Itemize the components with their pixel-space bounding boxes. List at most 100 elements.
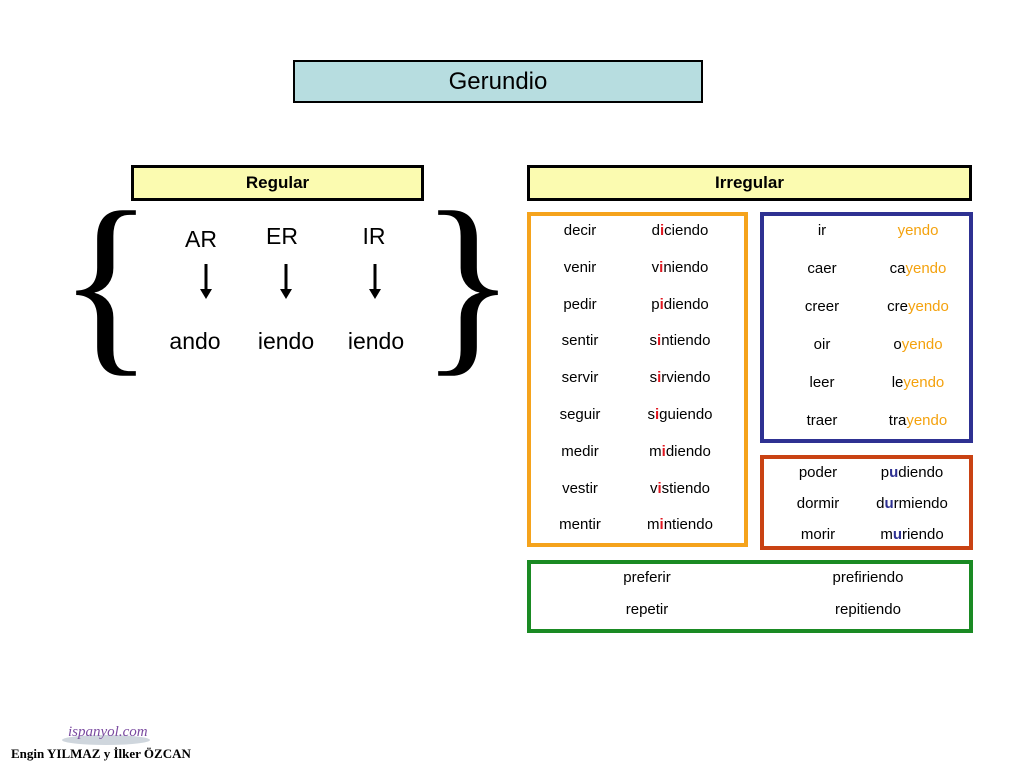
verb-infinitive: traer xyxy=(806,412,838,429)
verb-gerund: sintiendo xyxy=(640,332,720,349)
gerund-highlight: u xyxy=(892,526,902,543)
gerund-prefix: s xyxy=(649,332,658,350)
gerund-suffix: guiendo xyxy=(659,406,713,423)
irregular-header: Irregular xyxy=(527,165,972,201)
green-group-box xyxy=(527,560,973,633)
verb-gerund: prefiriendo xyxy=(832,569,904,586)
svg-text:ispanyol.com: ispanyol.com xyxy=(68,724,148,740)
arrow-down-icon xyxy=(200,264,212,299)
gerund-suffix: stiendo xyxy=(661,479,711,497)
ispanyol-logo: ispanyol.com xyxy=(62,724,150,745)
gerund-prefix: s xyxy=(649,369,658,387)
gerund-suffix: rmiendo xyxy=(893,495,948,512)
gerund-highlight: i xyxy=(657,369,662,387)
gerund-highlight: u xyxy=(884,495,894,512)
gerund-prefix: tra xyxy=(888,412,907,429)
gerund-highlight: yendo xyxy=(906,412,948,429)
verb-gerund: cayendo xyxy=(868,260,968,277)
gerund-prefix: v xyxy=(651,258,660,276)
gerund-prefix: d xyxy=(651,222,660,239)
gerund-highlight: i xyxy=(659,516,664,534)
verb-infinitive: oir xyxy=(813,336,831,353)
right-brace: } xyxy=(420,172,516,393)
gerund-prefix: s xyxy=(647,406,655,423)
verb-infinitive: dormir xyxy=(796,495,840,512)
gerund-prefix: m xyxy=(880,526,893,543)
verb-infinitive: seguir xyxy=(559,406,601,423)
irregular-header-text: Irregular xyxy=(715,173,784,192)
gerund-highlight: i xyxy=(659,295,664,313)
verb-infinitive: pedir xyxy=(563,295,597,313)
verb-infinitive: morir xyxy=(800,526,836,543)
verb-gerund: leyendo xyxy=(868,374,968,391)
gerund-highlight: yendo xyxy=(897,222,939,239)
verb-infinitive: creer xyxy=(804,298,840,315)
regular-er-head: ER xyxy=(266,223,298,249)
verb-infinitive: servir xyxy=(561,369,599,387)
gerund-prefix: m xyxy=(649,442,662,460)
verb-infinitive: sentir xyxy=(561,332,599,350)
gerund-suffix: rviendo xyxy=(661,369,711,387)
orange-group-box xyxy=(527,212,748,547)
regular-header: Regular xyxy=(131,165,424,201)
verb-gerund: sirviendo xyxy=(640,369,720,386)
gerund-suffix: ciendo xyxy=(664,222,709,239)
gerund-highlight: yendo xyxy=(903,374,945,391)
blue-group-box xyxy=(760,212,973,443)
verb-gerund: pudiendo xyxy=(862,464,962,481)
verb-gerund: vistiendo xyxy=(640,480,720,497)
regular-er-result: iendo xyxy=(257,328,315,354)
gerund-prefix: v xyxy=(649,479,658,497)
verb-gerund: mintiendo xyxy=(640,516,720,533)
verb-gerund: viniendo xyxy=(640,259,720,276)
regular-header-text: Regular xyxy=(245,173,310,192)
arrow-down-icon xyxy=(280,264,292,299)
gerund-highlight: i xyxy=(654,406,660,423)
verb-gerund: trayendo xyxy=(868,412,968,429)
gerund-prefix: o xyxy=(893,336,902,353)
gerund-highlight: yendo xyxy=(901,336,943,353)
gerund-highlight: i xyxy=(657,332,662,350)
verb-gerund: pidiendo xyxy=(640,296,720,313)
gerund-prefix: d xyxy=(876,495,885,512)
gerund-highlight: yendo xyxy=(907,298,949,315)
slide-title-text: Gerundio xyxy=(448,67,548,95)
verb-infinitive: ir xyxy=(817,222,827,239)
verb-gerund: siguiendo xyxy=(640,406,720,423)
red-group-box xyxy=(760,455,973,550)
gerund-highlight: i xyxy=(659,222,665,239)
gerund-prefix: ca xyxy=(889,260,906,277)
verb-infinitive: preferir xyxy=(623,569,671,586)
gerund-suffix: ntiendo xyxy=(663,516,713,534)
gerund-suffix: niendo xyxy=(663,258,709,276)
gerund-prefix: cre xyxy=(887,298,908,315)
gerund-highlight: i xyxy=(661,442,666,460)
regular-ar-head: AR xyxy=(185,226,217,252)
verb-infinitive: vestir xyxy=(562,479,598,497)
verb-infinitive: caer xyxy=(807,260,837,277)
verb-infinitive: medir xyxy=(561,442,599,460)
verb-gerund: midiendo xyxy=(640,443,720,460)
gerund-prefix: m xyxy=(647,516,660,534)
verb-gerund: creyendo xyxy=(868,298,968,315)
verb-gerund: durmiendo xyxy=(862,495,962,512)
gerund-prefix: le xyxy=(891,374,904,391)
gerund-suffix: ntiendo xyxy=(661,332,711,350)
gerund-suffix: diendo xyxy=(898,464,944,481)
gerund-highlight: yendo xyxy=(905,260,947,277)
gerund-highlight: i xyxy=(657,479,662,497)
verb-infinitive: repetir xyxy=(625,601,669,618)
verb-infinitive: leer xyxy=(809,374,835,391)
verb-infinitive: venir xyxy=(563,258,597,276)
gerund-suffix: riendo xyxy=(901,526,944,543)
regular-ir-result: iendo xyxy=(347,328,405,354)
gerund-prefix: p xyxy=(651,295,660,313)
gerund-suffix: diendo xyxy=(663,295,709,313)
verb-gerund: muriendo xyxy=(862,526,962,543)
gerund-highlight: u xyxy=(889,464,899,481)
left-brace: { xyxy=(58,172,154,393)
verb-gerund: yendo xyxy=(868,222,968,239)
verb-gerund: repitiendo xyxy=(835,601,901,618)
verb-infinitive: mentir xyxy=(559,516,601,534)
gerund-highlight: i xyxy=(659,258,664,276)
